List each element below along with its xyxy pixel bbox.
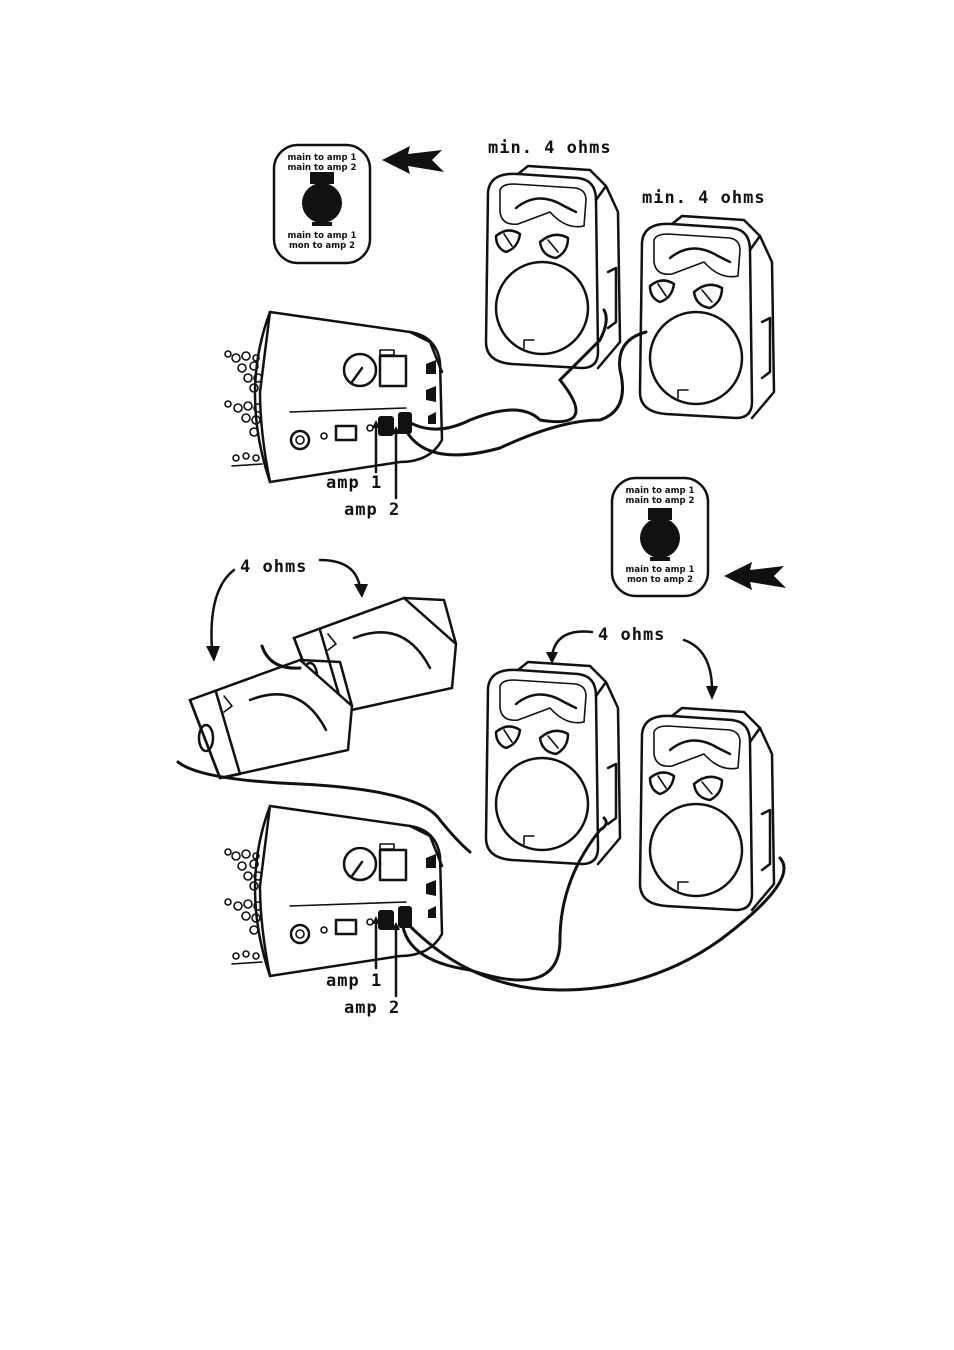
top-speaker-right-impedance: min. 4 ohms [642,188,766,208]
bottom-mains-impedance: 4 ohms [598,625,665,645]
top-amp2-label: amp 2 [344,500,400,520]
switch-top-line2: main to amp 2 [288,163,357,173]
bottom-speaker-right [640,708,774,910]
switch-bottom-line1: main to amp 1 [626,565,695,575]
bottom-speaker-left [486,662,620,864]
switch-bottom-line2: mon to amp 2 [289,241,355,251]
bottom-monitors-impedance: 4 ohms [240,557,307,577]
switch-top-line1: main to amp 1 [288,153,357,163]
bottom-amp2-label: amp 2 [344,998,400,1018]
top-amp1-label: amp 1 [326,473,382,493]
top-speaker-right [640,216,774,418]
bottom-setup: main to amp 1 main to amp 2 main to amp … [178,478,786,1018]
bottom-powered-mixer [255,806,442,976]
switch-bottom-line1: main to amp 1 [288,231,357,241]
switch-top-line1: main to amp 1 [626,486,695,496]
pointer-arrow-icon [724,562,786,590]
switch-top-line2: main to amp 2 [626,496,695,506]
top-setup: main to amp 1 main to amp 2 main to amp … [225,138,774,520]
bottom-output-switch-panel: main to amp 1 main to amp 2 main to amp … [612,478,708,596]
top-powered-mixer [255,312,442,482]
top-output-switch-panel: main to amp 1 main to amp 2 main to amp … [274,145,370,263]
bottom-amp1-label: amp 1 [326,971,382,991]
top-speaker-left-impedance: min. 4 ohms [488,138,612,158]
switch-bottom-line2: mon to amp 2 [627,575,693,585]
pointer-arrow-icon [382,146,444,174]
